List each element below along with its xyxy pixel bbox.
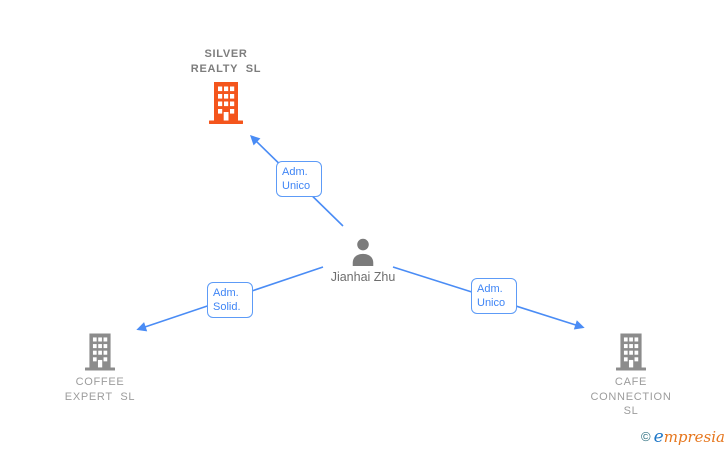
empresia-watermark: ©empresia <box>641 427 725 447</box>
person-node-jianhai-zhu[interactable]: Jianhai Zhu <box>318 238 408 284</box>
building-icon <box>209 82 243 124</box>
edge-label-adm-unico-cafe: Adm. Unico <box>471 278 517 314</box>
person-name: Jianhai Zhu <box>330 270 396 284</box>
company-name-silver-realty: SILVER REALTY SL <box>190 48 262 75</box>
brand-initial: e <box>653 427 664 447</box>
company-node-coffee-expert[interactable]: COFFEE EXPERT SL <box>55 333 145 404</box>
edge-label-adm-unico-silver: Adm. Unico <box>276 161 322 197</box>
edge-label-adm-solid-coffee: Adm. Solid. <box>207 282 253 318</box>
building-icon <box>616 333 646 371</box>
company-name-coffee-expert: COFFEE EXPERT SL <box>64 376 136 403</box>
company-name-cafe-connection: CAFE CONNECTION SL <box>590 376 672 417</box>
person-icon <box>348 238 378 266</box>
brand-rest: mpresia <box>663 428 725 446</box>
company-node-silver-realty[interactable]: SILVER REALTY SL <box>181 47 271 124</box>
building-icon <box>85 333 115 371</box>
copyright-icon: © <box>641 429 651 444</box>
company-node-cafe-connection[interactable]: CAFE CONNECTION SL <box>586 333 676 419</box>
